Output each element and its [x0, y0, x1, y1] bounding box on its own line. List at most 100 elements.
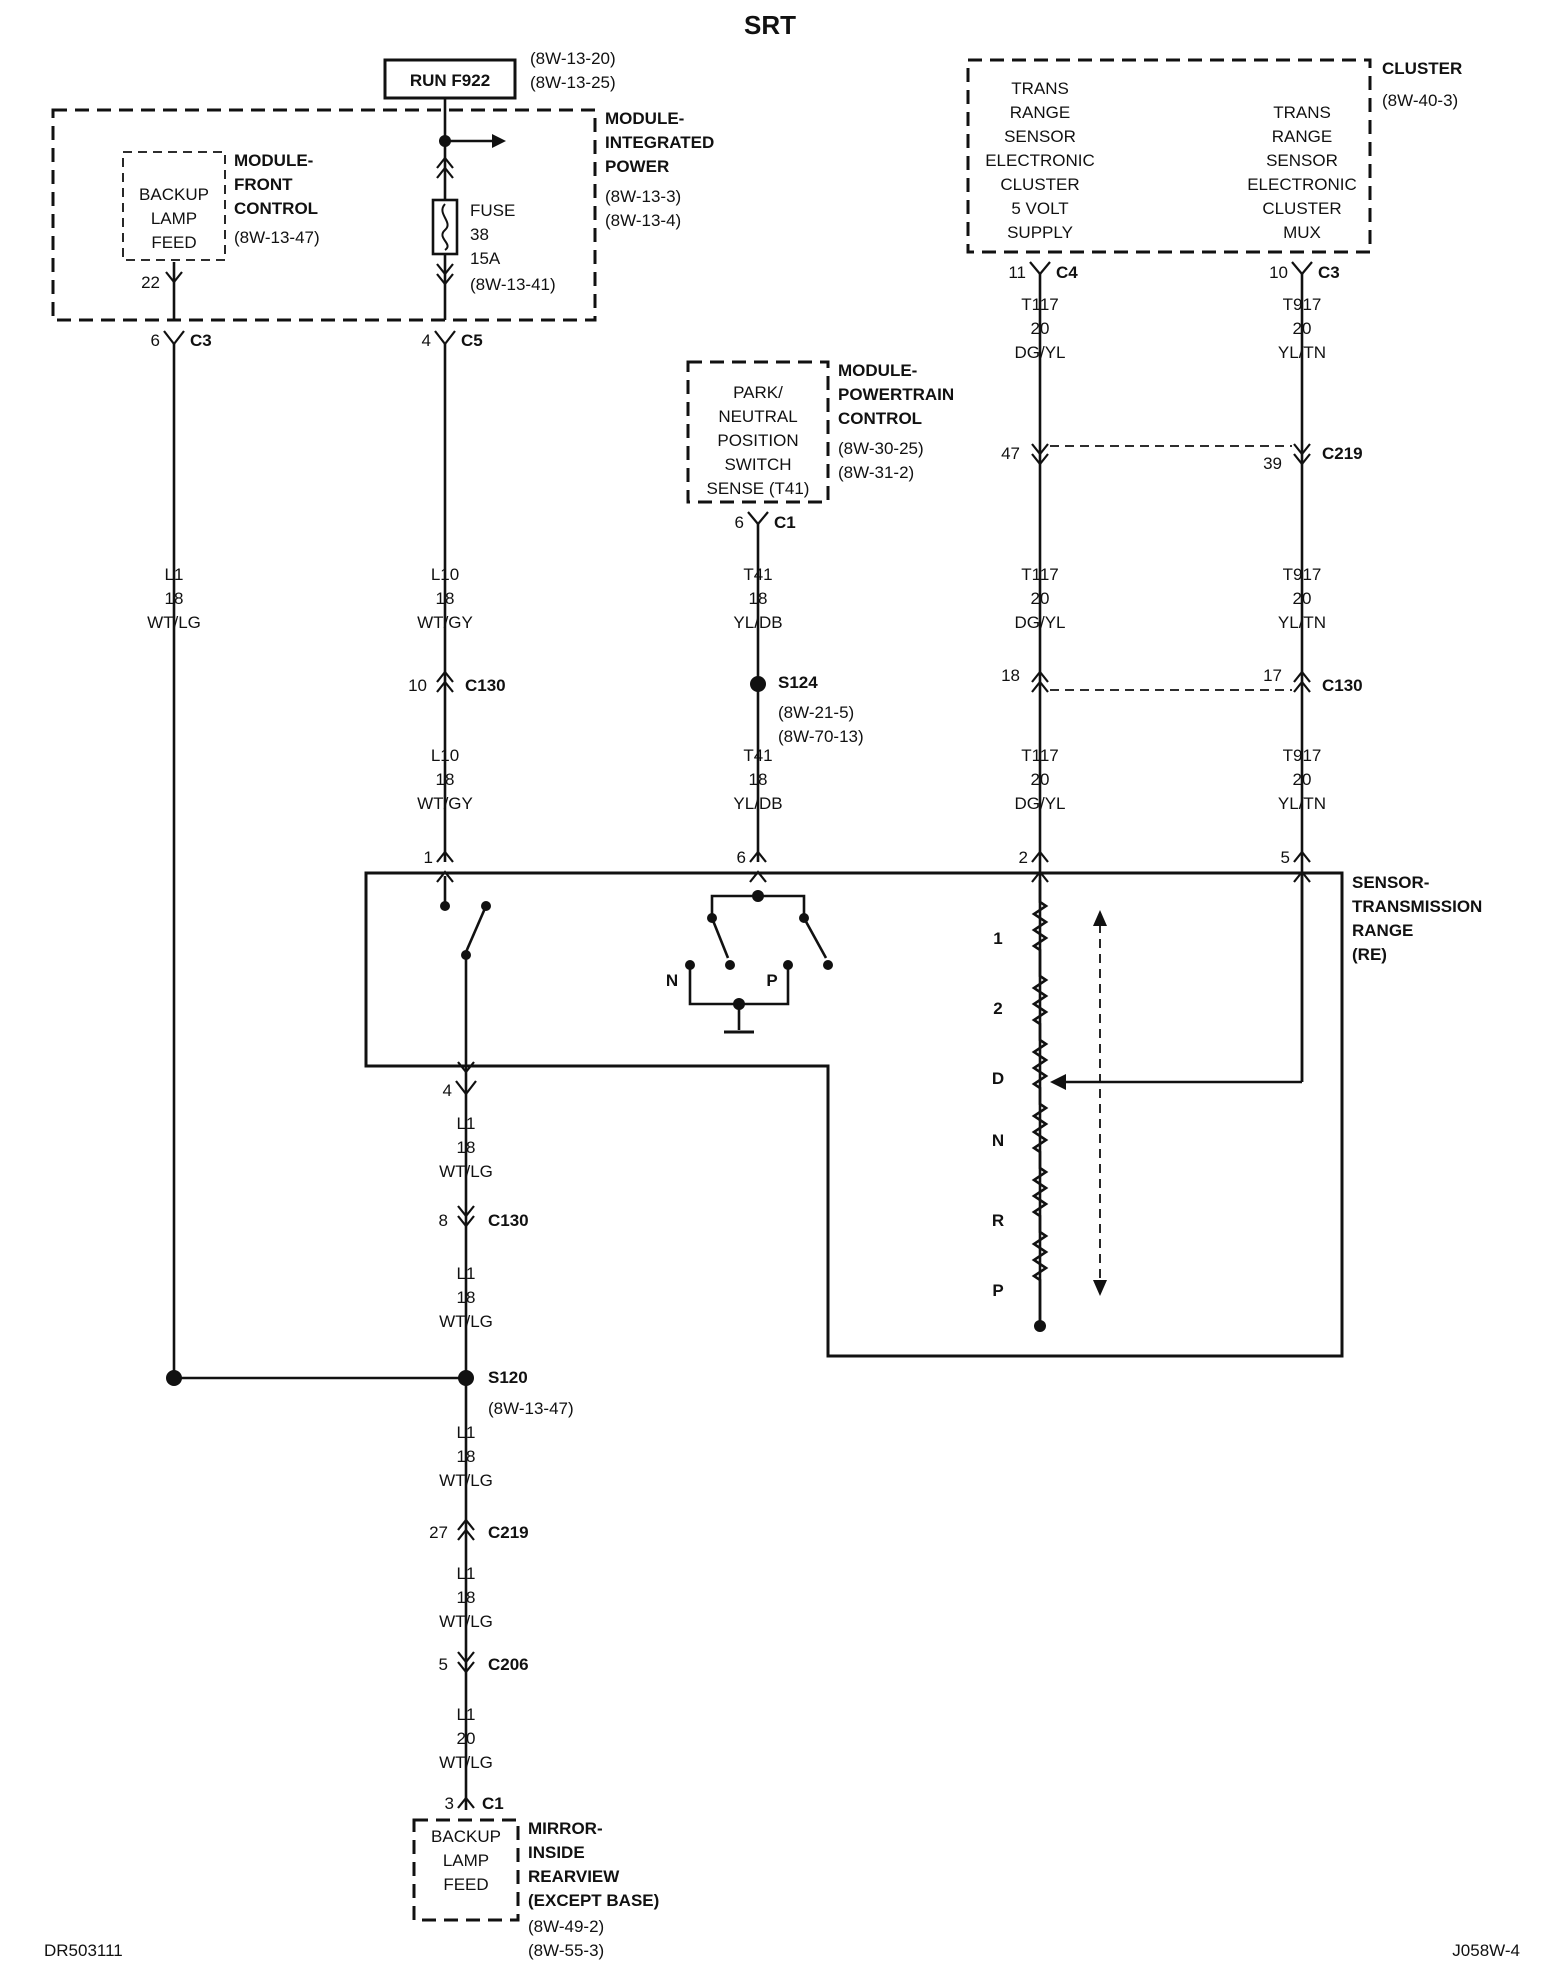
tr-pin2-inner-terminal: [1031, 870, 1049, 883]
tr-name-4: (RE): [1352, 945, 1387, 964]
resistor-chain: [1031, 880, 1049, 1326]
fuse-body: [431, 198, 459, 256]
s124-ref-2: (8W-70-13): [778, 727, 864, 746]
c219-label: C219: [1322, 444, 1363, 463]
c219-a-connector: [1031, 443, 1049, 466]
range-resistor-ladder: 1 2 D N R P: [992, 870, 1311, 1332]
pcm-inner-2: NEUTRAL: [718, 407, 797, 426]
ipm-name-1: MODULE-: [605, 109, 684, 128]
sensor-transmission-range-box: [364, 871, 1344, 1358]
mirror-c1-connector: [457, 1796, 475, 1809]
backup-switch-arrow: [457, 1061, 475, 1074]
fcm-name-1: MODULE-: [234, 151, 313, 170]
cluster-box: [966, 58, 1372, 254]
c206-connector: [457, 1651, 475, 1674]
t917-c-gauge: 20: [1293, 770, 1312, 789]
c219-e-pin: 27: [429, 1523, 448, 1542]
range-pos-p: P: [992, 1281, 1003, 1300]
t917-b-circuit: T917: [1283, 565, 1322, 584]
c130-d-connector: [457, 1205, 475, 1228]
l10-upper-color: WT/GY: [417, 613, 473, 632]
diagram-title: SRT: [744, 10, 796, 40]
cluster-right-function: TRANS RANGE SENSOR ELECTRONIC CLUSTER MU…: [1247, 103, 1357, 242]
pcm-inner-1: PARK/: [733, 383, 783, 402]
c130-c-label: C130: [1322, 676, 1363, 695]
tr-pin5-connector: [1293, 850, 1311, 863]
fuse-label-3: 15A: [470, 249, 501, 268]
l1-e-gauge: 20: [457, 1729, 476, 1748]
pcm-c1-pin: 6: [735, 513, 744, 532]
t117-a-circuit: T117: [1021, 295, 1059, 314]
l1-a-gauge: 18: [457, 1138, 476, 1157]
mirror-name-1: MIRROR-: [528, 1819, 603, 1838]
pcm-ref-1: (8W-30-25): [838, 439, 924, 458]
ipm-c5-connector: [434, 330, 456, 346]
wire-label-l1-left: L1 18 WT/LG: [147, 565, 201, 632]
l1-e-circuit: L1: [457, 1705, 476, 1724]
cluster-left-2: RANGE: [1010, 103, 1070, 122]
tr-pin4: 4: [443, 1081, 452, 1100]
t117-a-color: DG/YL: [1014, 343, 1065, 362]
pcm-c1-connector: [747, 511, 769, 526]
wire-label-t917-c: T917 20 YL/TN: [1278, 746, 1326, 813]
cluster-c4-label: C4: [1056, 263, 1078, 282]
c219-a-pin: 47: [1001, 444, 1020, 463]
pcm-ref-2: (8W-31-2): [838, 463, 914, 482]
mirror-name-3: REARVIEW: [528, 1867, 620, 1886]
tr-pin2-connector: [1031, 850, 1049, 863]
run-f922-label: RUN F922: [410, 71, 490, 90]
t41-lower-circuit: T41: [743, 746, 772, 765]
c206-label: C206: [488, 1655, 529, 1674]
t917-b-color: YL/TN: [1278, 613, 1326, 632]
fuse-top-connector: [436, 156, 454, 179]
pcm-name-3: CONTROL: [838, 409, 922, 428]
tr-pin2: 2: [1019, 848, 1028, 867]
cluster-right-2: RANGE: [1272, 127, 1332, 146]
wire-label-t117-c: T117 20 DG/YL: [1014, 746, 1065, 813]
range-pos-2: 2: [993, 999, 1002, 1018]
t117-b-gauge: 20: [1031, 589, 1050, 608]
t917-a-gauge: 20: [1293, 319, 1312, 338]
footer-left-code: DR503111: [44, 1941, 123, 1960]
pcm-name-1: MODULE-: [838, 361, 917, 380]
c130-d-pin: 8: [439, 1211, 448, 1230]
ipm-ref-2: (8W-13-4): [605, 211, 681, 230]
pcm-name-2: POWERTRAIN: [838, 385, 954, 404]
tr-pin5: 5: [1281, 848, 1290, 867]
t117-c-circuit: T117: [1021, 746, 1059, 765]
cluster-right-5: CLUSTER: [1262, 199, 1341, 218]
footer-right-code: J058W-4: [1452, 1941, 1520, 1960]
wire-label-l10-lower: L10 18 WT/GY: [417, 746, 473, 813]
c130-a-connector: [436, 670, 454, 693]
l1-b-color: WT/LG: [439, 1312, 493, 1331]
l1-d-circuit: L1: [457, 1564, 476, 1583]
backup-switch-blade: [464, 905, 488, 953]
cluster-name: CLUSTER: [1382, 59, 1462, 78]
l1-left-gauge: 18: [165, 589, 184, 608]
wire-label-t41-lower: T41 18 YL/DB: [733, 746, 782, 813]
ipm-c5-pin: 4: [422, 331, 431, 350]
fcm-c3-pin: 6: [151, 331, 160, 350]
l1-d-color: WT/LG: [439, 1612, 493, 1631]
wire-label-l1-d: L1 18 WT/LG: [439, 1564, 493, 1631]
fuse-label-2: 38: [470, 225, 489, 244]
l10-upper-circuit: L10: [431, 565, 459, 584]
tr-name-1: SENSOR-: [1352, 873, 1429, 892]
range-pos-n: N: [992, 1131, 1004, 1150]
pn-blade-right: [802, 917, 828, 959]
t117-a-gauge: 20: [1031, 319, 1050, 338]
run-f922-ref-1: (8W-13-20): [530, 49, 616, 68]
tr-pin4-connector: [455, 1080, 477, 1096]
cluster-left-3: SENSOR: [1004, 127, 1076, 146]
pn-label-n: N: [666, 971, 678, 990]
wire-label-t117-b: T117 20 DG/YL: [1014, 565, 1065, 632]
resistor-end-dot: [1034, 1320, 1046, 1332]
s120-ref: (8W-13-47): [488, 1399, 574, 1418]
t117-c-color: DG/YL: [1014, 794, 1065, 813]
fcm-backup-lamp-feed-box: [122, 151, 226, 261]
c130-c-pin: 17: [1263, 666, 1282, 685]
cluster-right-4: ELECTRONIC: [1247, 175, 1357, 194]
cluster-left-5: CLUSTER: [1000, 175, 1079, 194]
pcm-c1-label: C1: [774, 513, 796, 532]
tr-pin5-inner-terminal: [1293, 870, 1311, 883]
